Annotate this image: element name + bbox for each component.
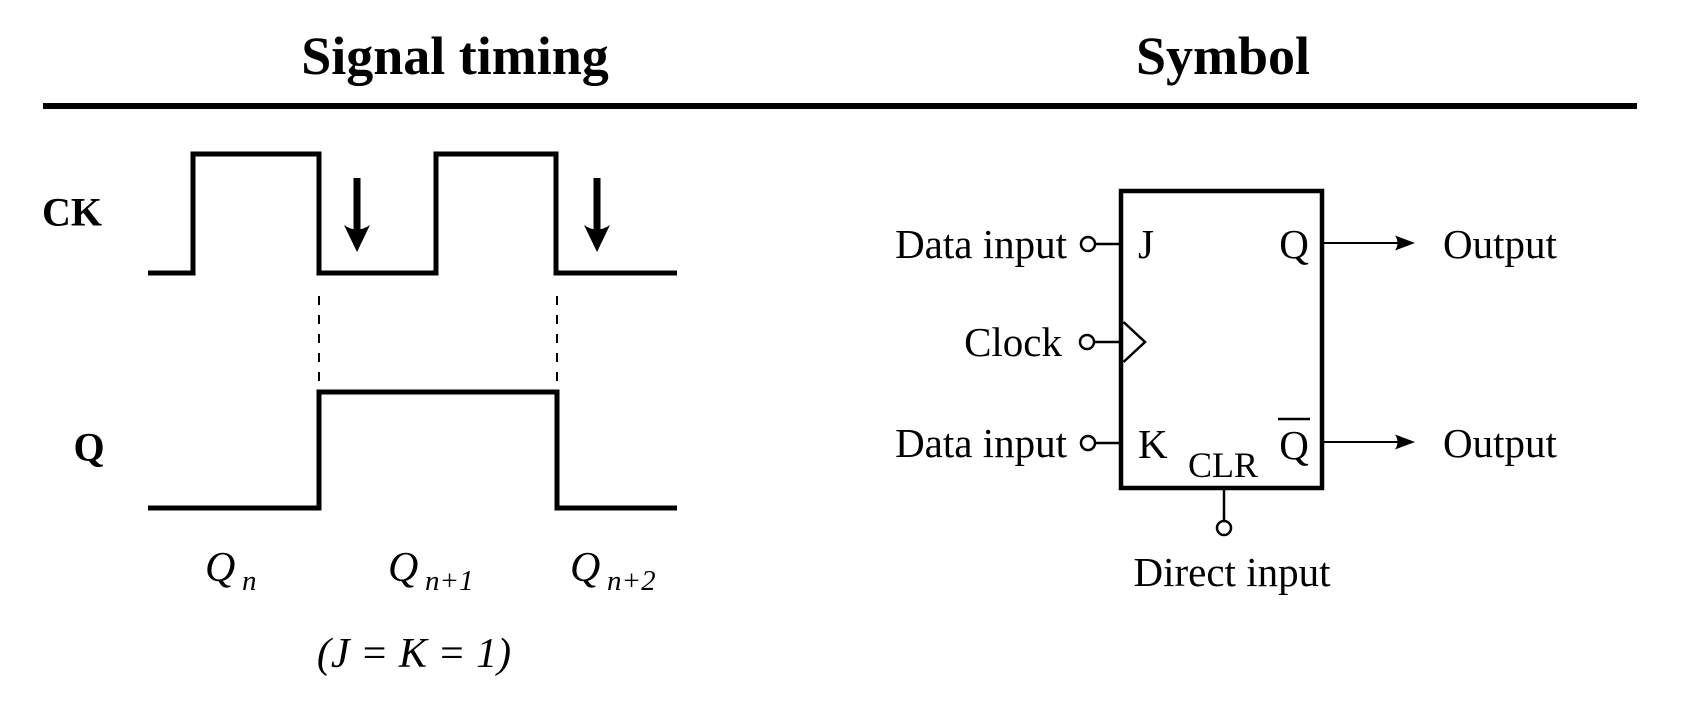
direct-input-label: Direct input bbox=[1134, 549, 1332, 595]
qbar-output-label: Output bbox=[1443, 420, 1558, 466]
ck-signal-label: CK bbox=[42, 190, 102, 235]
state-label-qn1: Q n+1 bbox=[388, 545, 474, 597]
state-label-qn-sub: n bbox=[242, 565, 257, 597]
direct-input-terminal-icon bbox=[1215, 519, 1233, 537]
state-label-qn1-main: Q bbox=[388, 545, 418, 591]
k-input-label: Data input bbox=[895, 420, 1068, 466]
clock-terminal-icon bbox=[1078, 333, 1096, 351]
pin-qbar-label: Q bbox=[1279, 422, 1309, 468]
state-label-qn2-sub: n+2 bbox=[607, 565, 656, 597]
pin-k-label: K bbox=[1138, 421, 1168, 467]
clock-input-label: Clock bbox=[964, 319, 1062, 365]
left-panel-title: Signal timing bbox=[301, 26, 609, 86]
pin-q-label: Q bbox=[1279, 221, 1309, 267]
state-label-qn1-sub: n+1 bbox=[425, 565, 474, 597]
j-input-label: Data input bbox=[895, 221, 1068, 267]
q-signal-label: Q bbox=[73, 425, 104, 470]
clr-pin-label: CLR bbox=[1188, 445, 1258, 485]
state-label-qn2: Q n+2 bbox=[570, 545, 656, 597]
state-label-qn-main: Q bbox=[205, 545, 235, 591]
q-waveform bbox=[148, 389, 677, 511]
clock-edge-triangle-icon bbox=[1122, 321, 1147, 363]
q-output-label: Output bbox=[1443, 221, 1558, 267]
right-panel-title: Symbol bbox=[1136, 26, 1310, 86]
ck-waveform bbox=[148, 151, 677, 276]
falling-edge-arrow-2 bbox=[584, 178, 610, 252]
state-label-qn: Q n bbox=[205, 545, 257, 597]
state-label-qn2-main: Q bbox=[570, 545, 600, 591]
flipflop-body bbox=[1118, 188, 1325, 491]
falling-edge-arrow-1 bbox=[344, 178, 370, 252]
pin-j-label: J bbox=[1138, 221, 1154, 267]
qbar-output-arrow-icon bbox=[1324, 434, 1415, 450]
j-input-terminal-icon bbox=[1079, 235, 1097, 253]
q-output-arrow-icon bbox=[1324, 235, 1415, 251]
k-input-terminal-icon bbox=[1079, 434, 1097, 452]
condition-label: (J = K = 1) bbox=[317, 631, 511, 677]
